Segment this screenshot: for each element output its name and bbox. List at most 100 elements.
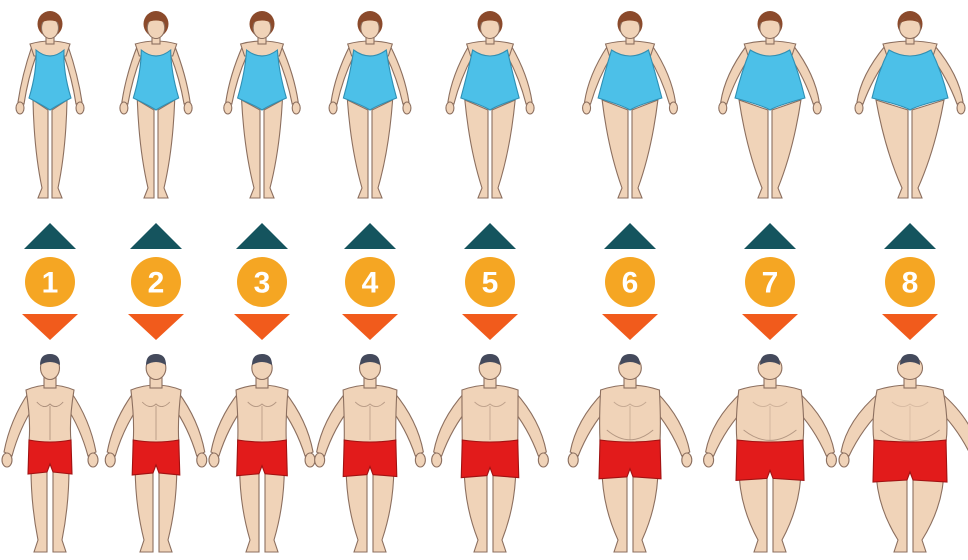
swim-trunks: [873, 440, 947, 482]
triangle-up-icon: [344, 223, 396, 249]
triangle-down-icon: [234, 314, 290, 340]
scale-marker: 7: [742, 223, 798, 340]
left-leg: [464, 468, 487, 552]
man-figure: [704, 354, 837, 552]
swim-trunks: [461, 440, 519, 478]
left-hand: [704, 453, 714, 467]
triangle-down-icon: [128, 314, 184, 340]
scale-marker: 3: [234, 223, 290, 340]
scale-marker: 4: [342, 223, 398, 340]
man-figure: [432, 354, 549, 552]
left-hand: [432, 453, 442, 467]
left-hand: [120, 102, 128, 114]
right-leg: [372, 100, 393, 198]
level-number: 3: [254, 267, 271, 300]
swim-trunks: [599, 440, 661, 479]
triangle-up-icon: [24, 223, 76, 249]
swim-trunks: [28, 440, 72, 474]
right-hand: [88, 453, 98, 467]
level-number: 7: [762, 267, 779, 300]
right-hand: [76, 102, 84, 114]
woman-figure: [224, 11, 300, 198]
women-row: [16, 11, 965, 198]
left-hand: [568, 453, 578, 467]
triangle-up-icon: [884, 223, 936, 249]
man-figure: [315, 354, 426, 552]
right-leg: [632, 100, 658, 198]
man-figure: [568, 354, 692, 552]
right-hand: [813, 102, 821, 114]
triangle-up-icon: [604, 223, 656, 249]
right-leg: [265, 468, 284, 552]
left-leg: [739, 468, 767, 552]
right-leg: [912, 100, 944, 198]
right-hand: [538, 453, 548, 467]
right-leg: [158, 100, 175, 198]
scale-marker: 1: [22, 223, 78, 340]
left-leg: [242, 100, 260, 198]
woman-figure: [329, 11, 411, 198]
right-hand: [957, 102, 965, 114]
left-hand: [315, 453, 325, 467]
right-leg: [373, 468, 394, 552]
right-hand: [305, 453, 315, 467]
right-hand: [197, 453, 207, 467]
left-leg: [33, 100, 48, 198]
right-leg: [159, 468, 177, 552]
scale-marker: 2: [128, 223, 184, 340]
triangle-down-icon: [742, 314, 798, 340]
left-leg: [602, 100, 628, 198]
left-leg: [739, 100, 768, 198]
triangle-up-icon: [464, 223, 516, 249]
swim-trunks: [237, 440, 288, 476]
swim-trunks: [736, 440, 804, 480]
left-leg: [31, 468, 47, 552]
left-hand: [329, 102, 337, 114]
triangle-down-icon: [22, 314, 78, 340]
level-number: 4: [362, 267, 379, 300]
left-hand: [855, 102, 863, 114]
right-leg: [773, 468, 801, 552]
left-leg: [465, 100, 488, 198]
man-figure: [2, 354, 98, 552]
triangle-up-icon: [744, 223, 796, 249]
woman-figure: [16, 11, 84, 198]
right-leg: [633, 468, 658, 552]
right-hand: [184, 102, 192, 114]
left-hand: [719, 102, 727, 114]
left-leg: [240, 468, 259, 552]
left-hand: [105, 453, 115, 467]
left-leg: [876, 100, 908, 198]
left-leg: [135, 468, 153, 552]
right-hand: [292, 102, 300, 114]
triangle-down-icon: [342, 314, 398, 340]
swim-trunks: [343, 440, 397, 477]
woman-figure: [446, 11, 534, 198]
left-leg: [602, 468, 627, 552]
level-number: 5: [482, 267, 499, 300]
woman-figure: [120, 11, 192, 198]
right-leg: [264, 100, 282, 198]
right-leg: [53, 468, 69, 552]
left-hand: [583, 102, 591, 114]
left-hand: [209, 453, 219, 467]
right-hand: [415, 453, 425, 467]
right-hand: [403, 102, 411, 114]
level-number: 6: [622, 267, 639, 300]
scale-marker: 6: [602, 223, 658, 340]
triangle-up-icon: [130, 223, 182, 249]
left-leg: [347, 100, 368, 198]
woman-figure: [855, 11, 965, 198]
woman-figure: [719, 11, 821, 198]
right-leg: [52, 100, 67, 198]
triangle-down-icon: [462, 314, 518, 340]
man-figure: [839, 354, 968, 552]
level-number: 1: [42, 267, 59, 300]
level-number: 8: [902, 267, 919, 300]
left-hand: [16, 102, 24, 114]
right-hand: [682, 453, 692, 467]
man-figure: [105, 354, 207, 552]
left-hand: [839, 453, 849, 467]
scale-markers-row: 1 2 3 4 5 6 7 8: [22, 223, 938, 340]
